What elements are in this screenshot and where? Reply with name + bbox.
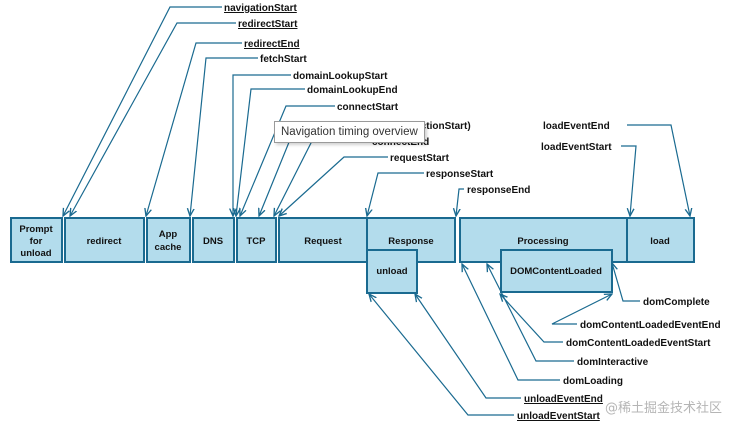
label-dom-content-loaded-event-start: domContentLoadedEventStart [566,338,711,349]
label-dom-interactive: domInteractive [577,357,649,368]
label-navigation-start: navigationStart [224,3,297,14]
phase-label-dom-content-loaded: DOMContentLoaded [510,266,602,277]
label-unload-event-start: unloadEventStart [517,411,600,422]
arrow-dom-content-loaded-event-end [551,294,612,325]
phase-box-load [626,217,695,263]
phase-label-redirect: redirect [87,236,123,247]
label-redirect-start: redirectStart [238,19,298,30]
label-redirect-end: redirectEnd [244,39,300,50]
phase-label-dns: DNS [203,236,223,247]
label-load-event-end: loadEventEnd [543,121,610,132]
label-response-end: responseEnd [467,185,530,196]
tooltip: Navigation timing overview [274,121,425,143]
label-request-start: requestStart [390,153,450,164]
arrow-dom-interactive [487,264,574,362]
arrows-layer [63,6,690,416]
arrow-fetch-start [190,57,258,216]
arrow-response-start [367,172,424,216]
arrow-load-event-end [627,124,690,216]
phase-label-load: load [650,236,670,247]
phase-box-dns [192,217,235,263]
phase-box-unload [366,249,418,294]
arrow-redirect-end [146,42,242,216]
phase-box-request [278,217,368,263]
phase-box-app-cache [146,217,191,263]
label-dom-content-loaded-event-end: domContentLoadedEventEnd [580,320,721,331]
watermark: @稀土掘金技术社区 [604,401,722,416]
phase-box-redirect [64,217,145,263]
arrow-domain-lookup-start [233,74,291,216]
arrow-dom-complete [612,263,640,302]
phase-label-request: Request [304,236,342,247]
phase-label-tcp: TCP [247,236,267,247]
arrow-load-event-start [621,145,637,216]
arrow-domain-lookup-end [236,88,305,216]
timing-event-labels-layer: navigationStart redirectStart redirectEn… [224,3,721,422]
arrow-dom-content-loaded-event-start [500,294,563,343]
label-fetch-start: fetchStart [260,54,307,65]
label-unload-event-end: unloadEventEnd [524,394,603,405]
label-connect-start: connectStart [337,102,399,113]
phase-label-response: Response [388,236,433,247]
label-domain-lookup-end: domainLookupEnd [307,85,398,96]
phase-box-dom-content-loaded [500,249,613,293]
phase-boxes-layer [10,217,695,294]
arrow-unload-event-end [415,294,521,399]
arrow-response-end [456,188,464,216]
label-domain-lookup-start: domainLookupStart [293,71,388,82]
phase-box-prompt-for-unload [10,217,63,263]
arrow-redirect-start [70,22,236,216]
label-dom-complete: domComplete [643,297,710,308]
arrow-unload-event-start [369,294,514,416]
label-load-event-start: loadEventStart [541,142,612,153]
arrow-connect-start [240,105,335,216]
phase-label-processing: Processing [517,236,568,247]
label-dom-loading: domLoading [563,376,623,387]
arrow-navigation-start [63,6,222,216]
arrow-request-start [279,156,388,216]
arrow-dom-loading [462,264,560,381]
phase-label-unload: unload [376,266,407,277]
label-response-start: responseStart [426,169,494,180]
arrow-connect-end [274,140,370,216]
phase-box-tcp [236,217,277,263]
